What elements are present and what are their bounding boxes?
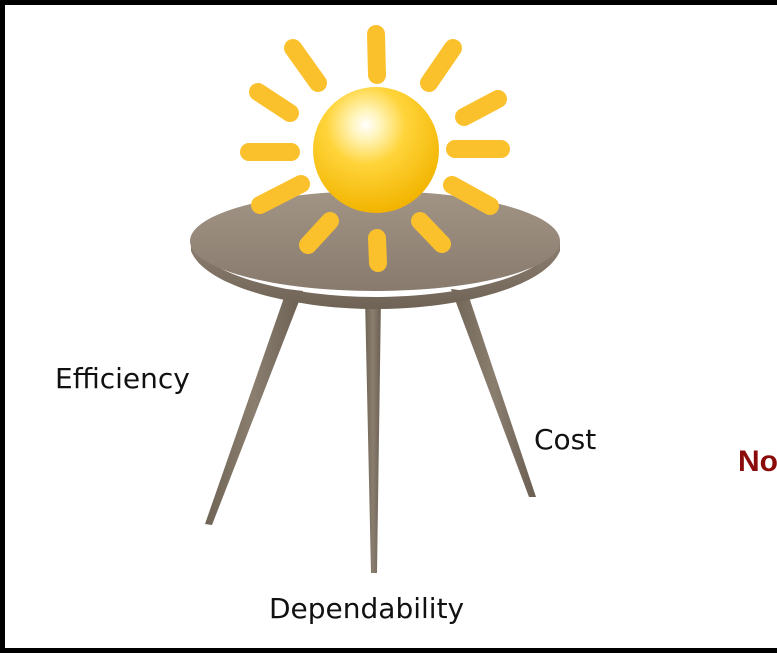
table-leg-right [451,289,536,497]
sun-ray [284,39,327,92]
sun-ray [443,176,499,215]
sun-ray [420,39,462,92]
table-rim [191,241,560,309]
sun-ray [455,90,507,126]
sun-ray [367,25,386,84]
leg-label-efficiency: Efficiency [55,362,190,395]
sun-ray [368,229,387,272]
sun [313,87,439,213]
sun-table-illustration [190,25,560,573]
cut-off-heading: No l [738,445,777,478]
leg-label-cost: Cost [534,423,597,456]
sun-ray [249,83,299,122]
sun-rays [240,25,510,272]
leg-label-dependability: Dependability [269,592,465,625]
sun-ray [251,175,310,214]
table-leg-left [205,289,303,525]
diagram-canvas: Efficiency Cost Dependability No l [5,5,777,648]
sun-ray [411,212,451,253]
table-leg-center [365,297,381,573]
sun-ray [299,212,339,254]
